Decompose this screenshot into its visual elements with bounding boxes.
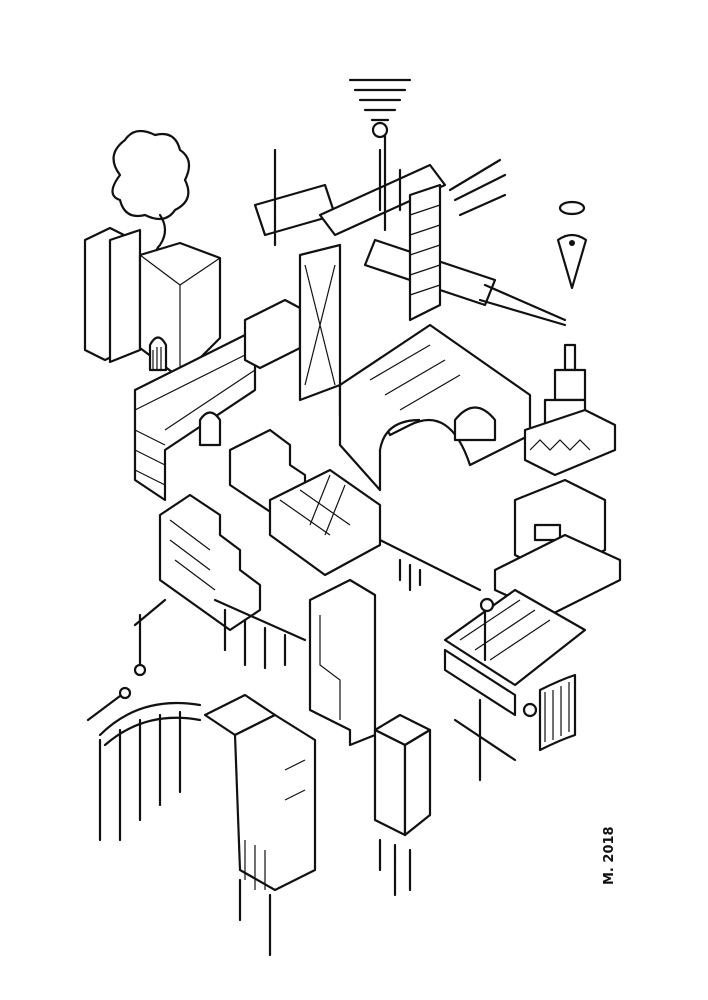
arc-frame bbox=[86, 598, 317, 957]
arch-bridge bbox=[338, 323, 532, 492]
artist-signature: M. 2018 bbox=[602, 826, 617, 885]
pipe-gantry bbox=[253, 78, 567, 402]
layered-platform bbox=[443, 588, 587, 782]
cone-ornament bbox=[556, 200, 588, 290]
tower bbox=[493, 343, 622, 617]
stairs-block bbox=[158, 428, 482, 670]
brick-wall bbox=[133, 298, 302, 502]
column-block bbox=[308, 578, 432, 897]
chimney-building bbox=[83, 226, 222, 380]
